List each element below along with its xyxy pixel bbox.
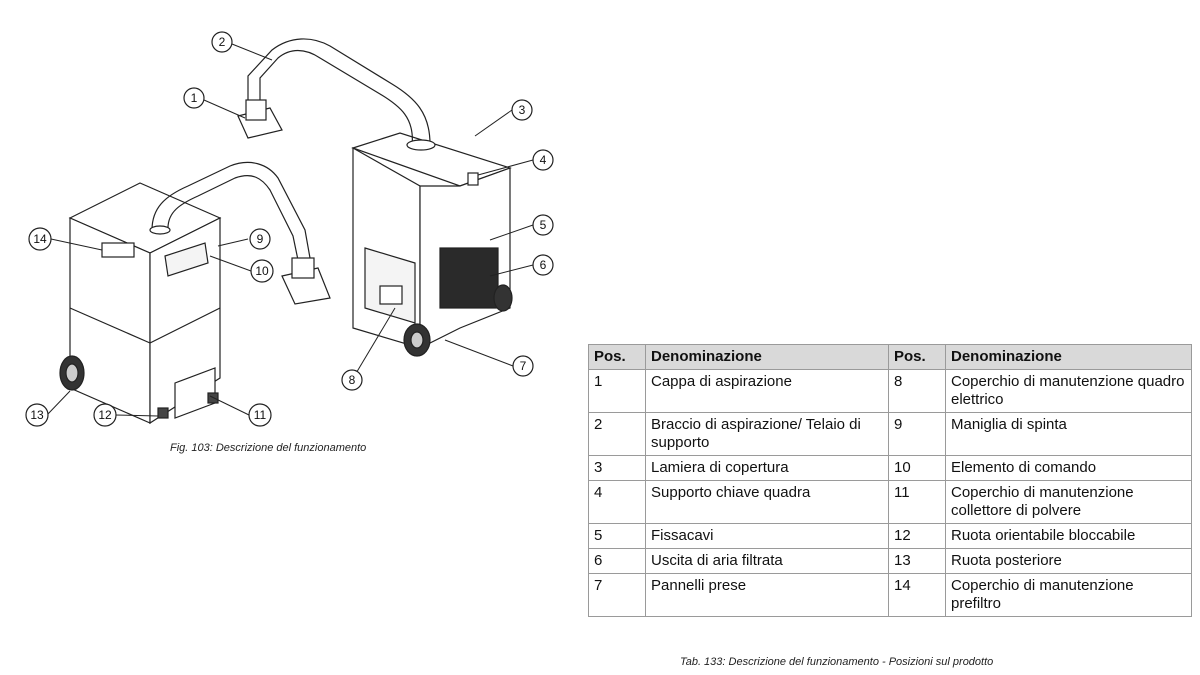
callout-12: 12 <box>93 403 117 427</box>
table-caption: Tab. 133: Descrizione del funzionamento … <box>680 656 994 668</box>
svg-text:10: 10 <box>255 264 269 278</box>
cell-denominazione: Coperchio di manutenzione quadro elettri… <box>945 369 1192 413</box>
svg-text:12: 12 <box>98 408 112 422</box>
cell-pos: 10 <box>888 455 946 481</box>
table-row: 5 Fissacavi 12 Ruota orientabile bloccab… <box>588 523 1192 549</box>
leader-lines <box>46 43 534 417</box>
column-header-denominazione: Denominazione <box>645 344 889 370</box>
svg-text:8: 8 <box>349 373 356 387</box>
table-row: 6 Uscita di aria filtrata 13 Ruota poste… <box>588 548 1192 574</box>
cell-denominazione: Cappa di aspirazione <box>645 369 889 413</box>
cell-pos: 1 <box>588 369 646 413</box>
svg-text:1: 1 <box>191 91 198 105</box>
svg-text:3: 3 <box>519 103 526 117</box>
cell-pos: 12 <box>888 523 946 549</box>
callout-2: 2 <box>211 31 233 53</box>
left-arm <box>149 161 311 261</box>
svg-text:13: 13 <box>30 408 44 422</box>
svg-text:4: 4 <box>540 153 547 167</box>
cell-denominazione: Coperchio di manutenzione prefiltro <box>945 573 1192 617</box>
cell-denominazione: Fissacavi <box>645 523 889 549</box>
cell-pos: 8 <box>888 369 946 413</box>
hood-2 <box>281 257 331 305</box>
cell-denominazione: Maniglia di spinta <box>945 412 1192 456</box>
cell-pos: 4 <box>588 480 646 524</box>
cell-denominazione: Lamiera di copertura <box>645 455 889 481</box>
cell-denominazione: Coperchio di manutenzione collettore di … <box>945 480 1192 524</box>
cell-denominazione: Ruota orientabile bloccabile <box>945 523 1192 549</box>
callout-7: 7 <box>512 355 534 377</box>
table-row: 2 Braccio di aspirazione/ Telaio di supp… <box>588 412 1192 456</box>
right-arm <box>247 38 436 151</box>
callout-11: 11 <box>248 403 272 427</box>
table-row: 7 Pannelli prese 14 Coperchio di manuten… <box>588 573 1192 617</box>
callout-1: 1 <box>183 87 205 109</box>
column-header-denominazione: Denominazione <box>945 344 1192 370</box>
svg-text:11: 11 <box>254 408 267 422</box>
cell-pos: 13 <box>888 548 946 574</box>
callout-13: 13 <box>25 403 49 427</box>
svg-text:7: 7 <box>520 359 527 373</box>
cell-pos: 9 <box>888 412 946 456</box>
figure-caption: Fig. 103: Descrizione del funzionamento <box>170 442 367 454</box>
product-illustration: 1 2 3 4 5 6 7 8 9 10 11 12 13 14 <box>25 31 554 427</box>
cell-denominazione: Pannelli prese <box>645 573 889 617</box>
callout-10: 10 <box>250 259 274 283</box>
callout-4: 4 <box>532 149 554 171</box>
cell-pos: 3 <box>588 455 646 481</box>
svg-text:6: 6 <box>540 258 547 272</box>
cell-denominazione: Supporto chiave quadra <box>645 480 889 524</box>
callout-14: 14 <box>28 227 52 251</box>
table-header-row: Pos. Denominazione Pos. Denominazione <box>588 344 1192 370</box>
callout-5: 5 <box>532 214 554 236</box>
cell-pos: 5 <box>588 523 646 549</box>
cell-pos: 14 <box>888 573 946 617</box>
cell-pos: 7 <box>588 573 646 617</box>
callout-9: 9 <box>249 228 271 250</box>
column-header-pos: Pos. <box>588 344 646 370</box>
cell-denominazione: Ruota posteriore <box>945 548 1192 574</box>
column-header-pos: Pos. <box>888 344 946 370</box>
right-unit <box>351 132 513 357</box>
callout-8: 8 <box>341 369 363 391</box>
positions-table: Pos. Denominazione Pos. Denominazione 1 … <box>588 344 1192 617</box>
svg-text:9: 9 <box>257 232 264 246</box>
table-row: 3 Lamiera di copertura 10 Elemento di co… <box>588 455 1192 481</box>
svg-text:5: 5 <box>540 218 547 232</box>
cell-pos: 6 <box>588 548 646 574</box>
cell-denominazione: Uscita di aria filtrata <box>645 548 889 574</box>
cell-denominazione: Braccio di aspirazione/ Telaio di suppor… <box>645 412 889 456</box>
cell-pos: 11 <box>888 480 946 524</box>
table-row: 4 Supporto chiave quadra 11 Coperchio di… <box>588 480 1192 524</box>
callout-3: 3 <box>511 99 533 121</box>
cell-pos: 2 <box>588 412 646 456</box>
cell-denominazione: Elemento di comando <box>945 455 1192 481</box>
callout-6: 6 <box>532 254 554 276</box>
svg-text:2: 2 <box>219 35 226 49</box>
svg-text:14: 14 <box>33 232 47 246</box>
left-unit <box>59 182 222 425</box>
hood-1 <box>237 99 283 139</box>
table-row: 1 Cappa di aspirazione 8 Coperchio di ma… <box>588 369 1192 413</box>
